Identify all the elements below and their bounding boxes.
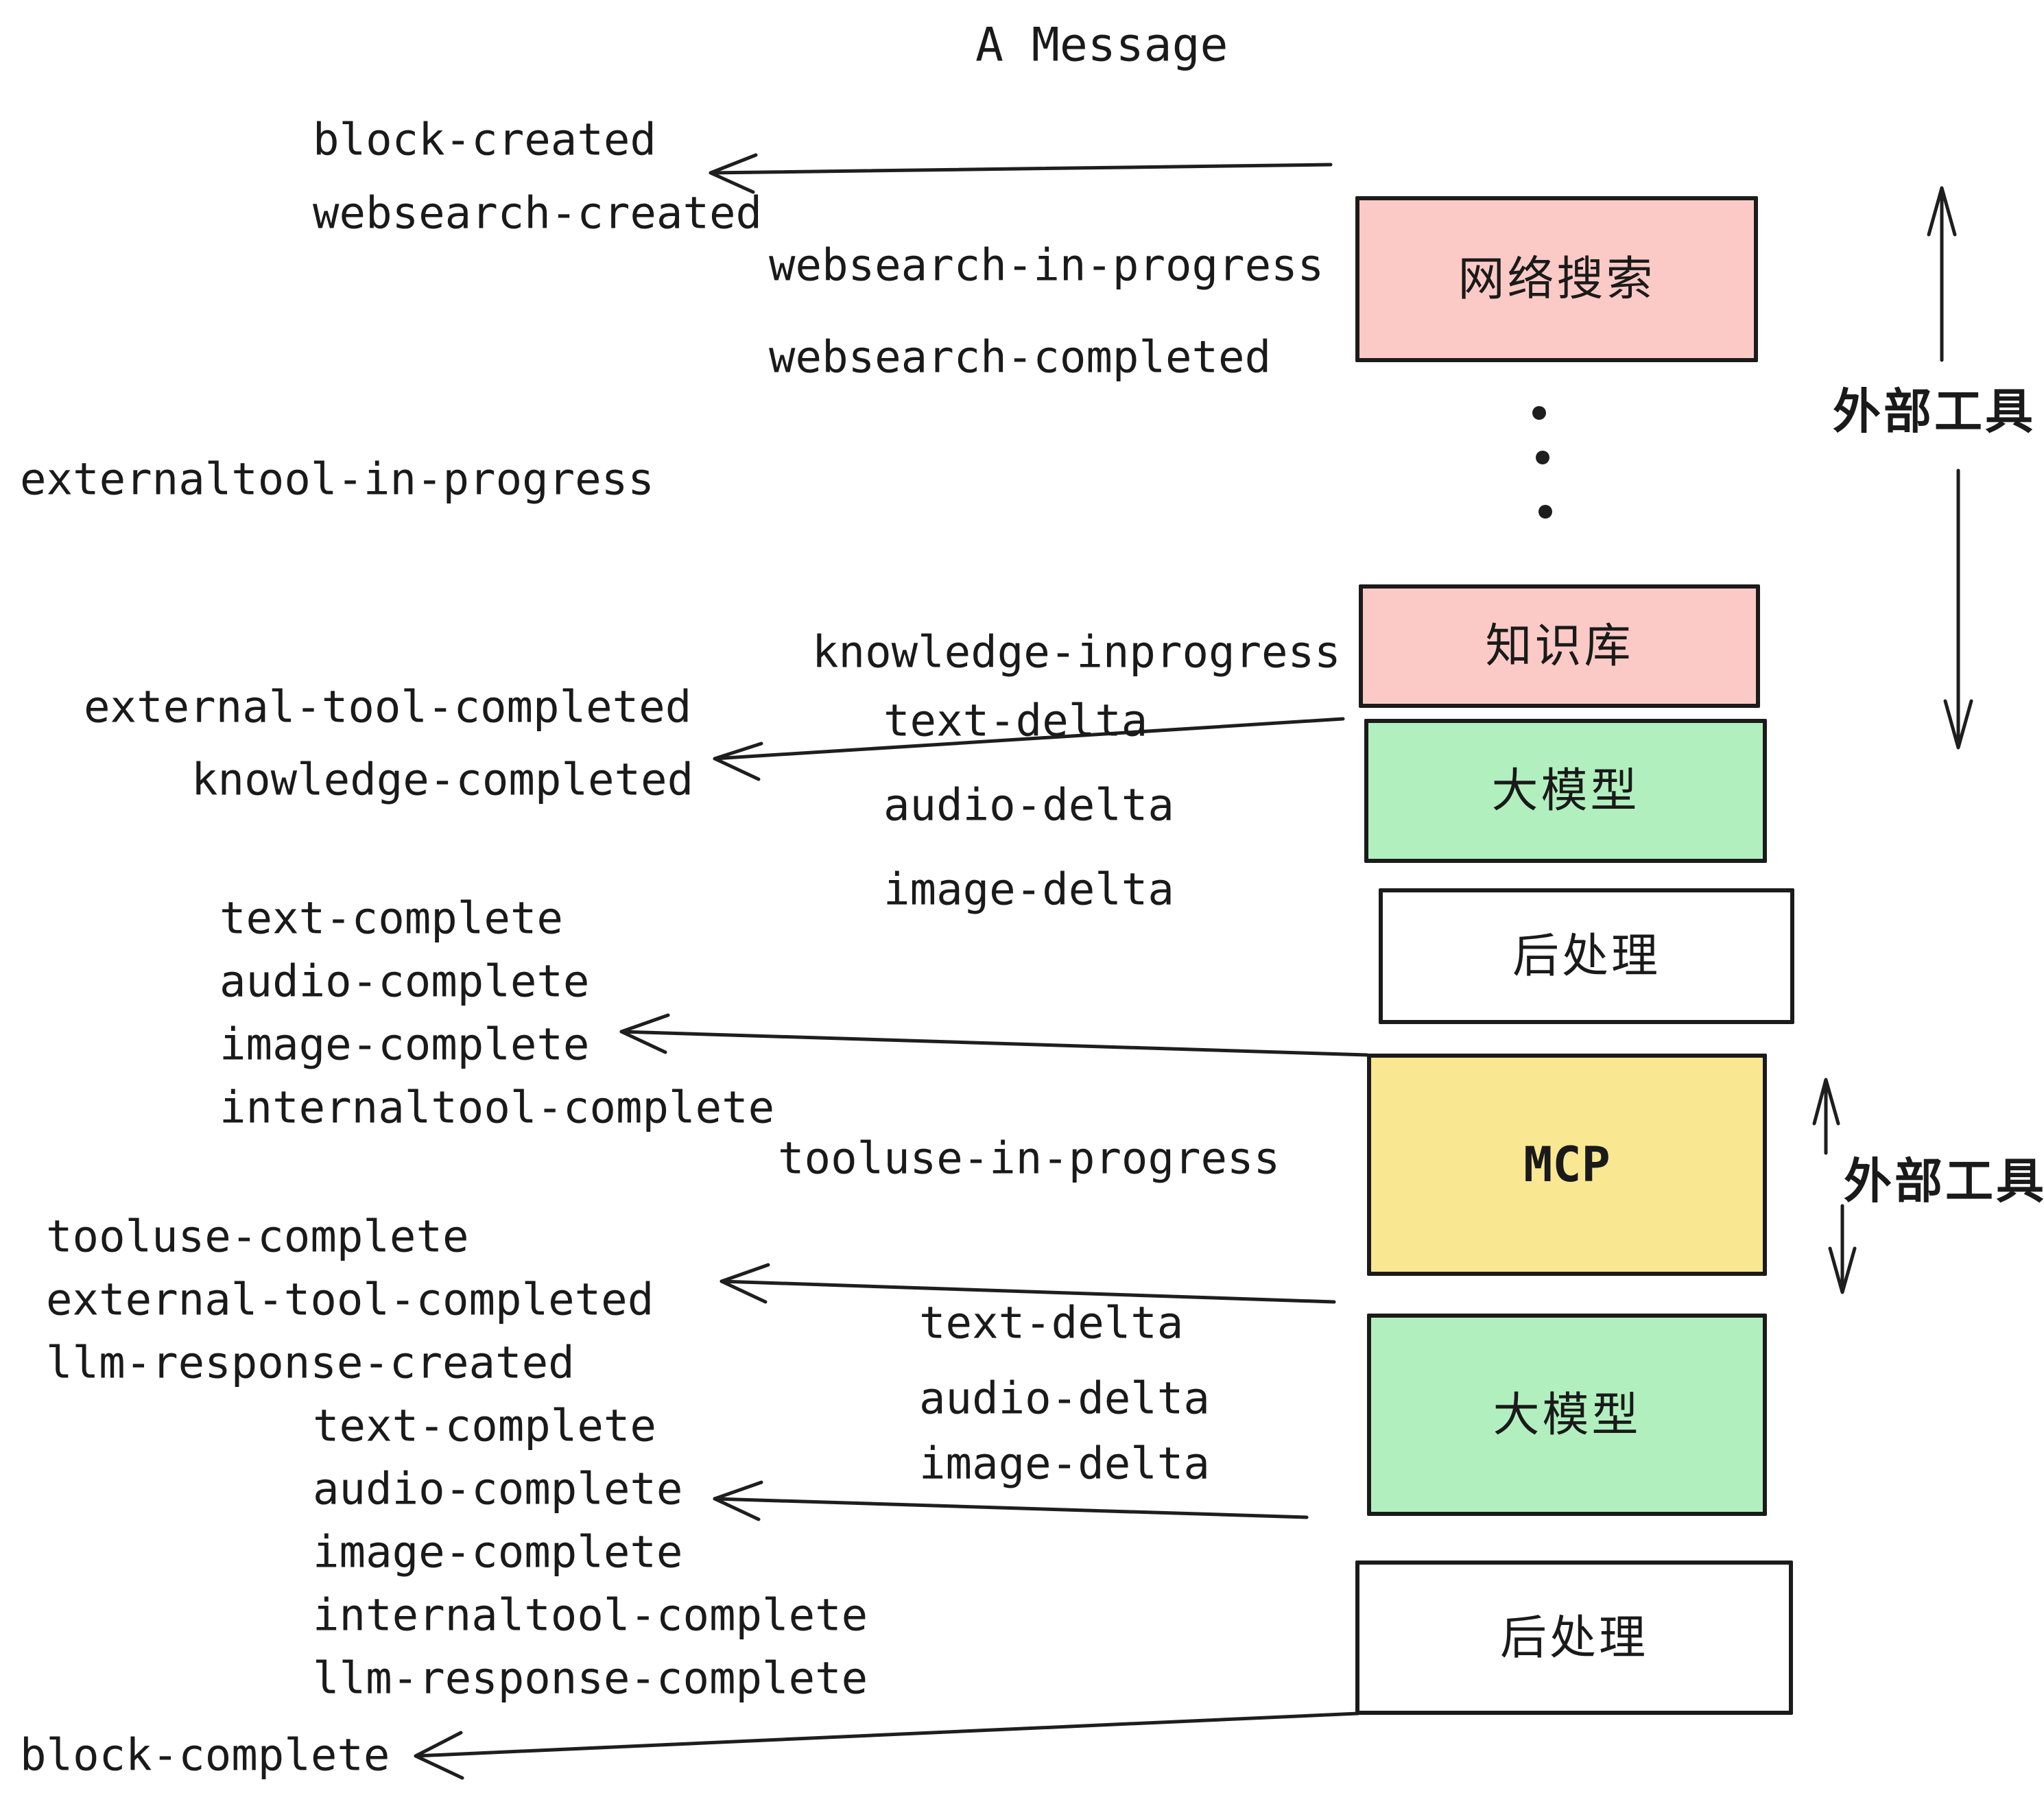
event-external-tool-completed-2: external-tool-completed — [46, 1274, 654, 1326]
event-audio-delta-2: audio-delta — [919, 1373, 1210, 1425]
event-knowledge-completed: knowledge-completed — [191, 755, 694, 806]
websearch-box: 网络搜索 — [1355, 196, 1758, 362]
event-internaltool-complete-2: internaltool-complete — [313, 1590, 868, 1641]
mcp-box: MCP — [1367, 1054, 1767, 1276]
event-audio-delta-1: audio-delta — [883, 780, 1174, 831]
external-tools-span-arrow-mcp — [1812, 1078, 1857, 1294]
knowledge-box: 知识库 — [1359, 584, 1760, 708]
event-tooluse-complete: tooluse-complete — [46, 1211, 469, 1263]
event-image-complete-1: image-complete — [219, 1019, 590, 1071]
event-llm-response-created: llm-response-created — [46, 1338, 575, 1389]
llm-box-top: 大模型 — [1364, 719, 1767, 863]
arrow-knowledge-to-completed — [713, 717, 1345, 781]
arrow-llm-to-audio-complete — [713, 1480, 1309, 1521]
arrow-websearch-to-created — [709, 153, 1333, 194]
event-block-created: block-created — [313, 115, 656, 166]
llm-box-bottom-label: 大模型 — [1493, 1388, 1641, 1441]
postprocess-box-top-label: 后处理 — [1512, 930, 1661, 982]
event-websearch-created: websearch-created — [313, 188, 763, 239]
event-text-delta-1: text-delta — [883, 696, 1148, 747]
event-externaltool-in-progress: externaltool-in-progress — [20, 454, 654, 506]
external-tools-note-mcp: 外部工具 — [1844, 1154, 2044, 1208]
external-tools-span-arrow-top — [1927, 186, 1973, 750]
arrow-mcp-to-tooluse-complete — [720, 1263, 1336, 1304]
arrow-post-to-complete — [619, 1013, 1369, 1057]
arrow-post-to-block-complete — [414, 1711, 1360, 1780]
event-websearch-completed: websearch-completed — [769, 332, 1272, 383]
event-external-tool-completed: external-tool-completed — [84, 682, 692, 733]
postprocess-box-top: 后处理 — [1379, 888, 1794, 1024]
websearch-box-label: 网络搜索 — [1458, 253, 1656, 305]
event-audio-complete-2: audio-complete — [313, 1464, 683, 1515]
event-image-complete-2: image-complete — [313, 1527, 683, 1578]
event-text-delta-2: text-delta — [919, 1298, 1184, 1349]
llm-box-bottom: 大模型 — [1367, 1314, 1767, 1516]
event-llm-response-complete: llm-response-complete — [313, 1653, 868, 1705]
postprocess-box-bottom: 后处理 — [1355, 1560, 1793, 1715]
event-tooluse-in-progress: tooluse-in-progress — [778, 1133, 1281, 1185]
event-websearch-in-progress: websearch-in-progress — [769, 240, 1324, 292]
event-text-complete-2: text-complete — [313, 1401, 656, 1452]
ellipsis-dots-icon — [1532, 406, 1552, 519]
knowledge-box-label: 知识库 — [1485, 620, 1634, 672]
event-block-complete: block-complete — [20, 1730, 390, 1781]
diagram-title: A Message — [975, 18, 1228, 73]
event-image-delta-2: image-delta — [919, 1438, 1210, 1490]
mcp-box-label: MCP — [1523, 1137, 1611, 1193]
event-audio-complete-1: audio-complete — [219, 956, 590, 1008]
external-tools-note-top: 外部工具 — [1833, 385, 2036, 438]
event-internaltool-complete-1: internaltool-complete — [219, 1082, 775, 1134]
llm-box-top-label: 大模型 — [1491, 765, 1640, 817]
postprocess-box-bottom-label: 后处理 — [1499, 1611, 1648, 1664]
event-text-complete-1: text-complete — [219, 893, 563, 945]
event-knowledge-inprogress: knowledge-inprogress — [812, 627, 1341, 678]
event-image-delta-1: image-delta — [883, 864, 1174, 916]
